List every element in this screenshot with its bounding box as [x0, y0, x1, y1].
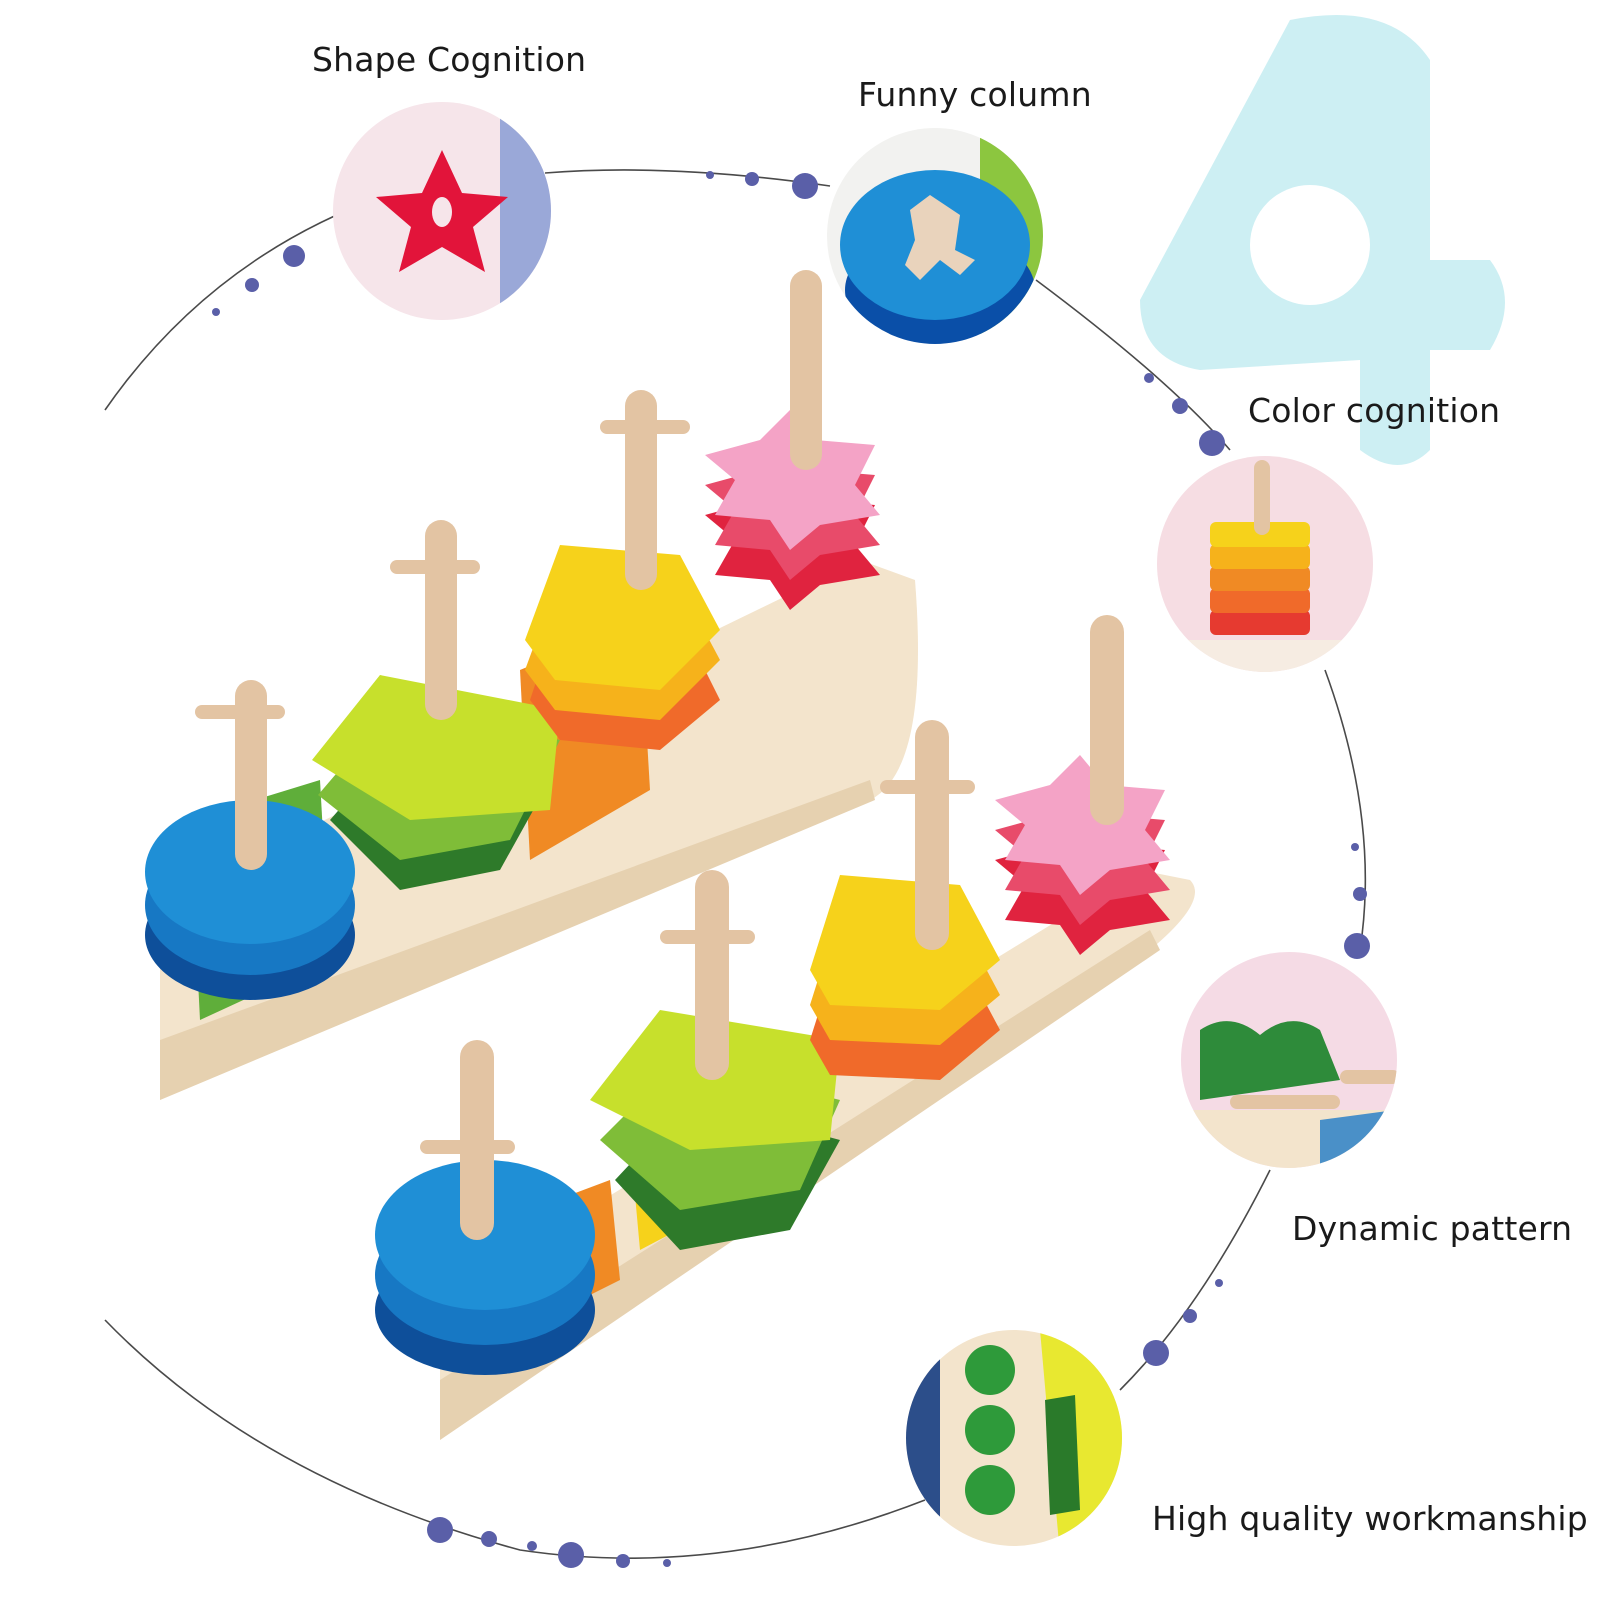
caption-high-quality-workmanship: High quality workmanship: [1152, 1499, 1588, 1538]
detail-lens-shape: [333, 102, 551, 320]
detail-lens-color: [1157, 456, 1373, 672]
decor-arc: [544, 169, 831, 187]
caption-funny-column: Funny column: [858, 75, 1092, 114]
decor-arc: [104, 1319, 926, 1559]
detail-lens-dynamic: [1181, 952, 1397, 1168]
decor-arc: [1324, 669, 1367, 951]
caption-shape-cognition: Shape Cognition: [312, 40, 587, 79]
number-badge: [1140, 15, 1505, 465]
stacking-peg-toy-front: [375, 615, 1195, 1440]
detail-lens-quality: [906, 1330, 1122, 1546]
circle-dot-decoration: [212, 171, 1370, 1568]
detail-lens-funny: [827, 128, 1043, 344]
stacking-peg-toy-back: [145, 270, 918, 1100]
decor-arc: [1119, 1169, 1271, 1391]
caption-color-cognition: Color cognition: [1248, 391, 1501, 430]
caption-dynamic-pattern: Dynamic pattern: [1292, 1209, 1573, 1248]
